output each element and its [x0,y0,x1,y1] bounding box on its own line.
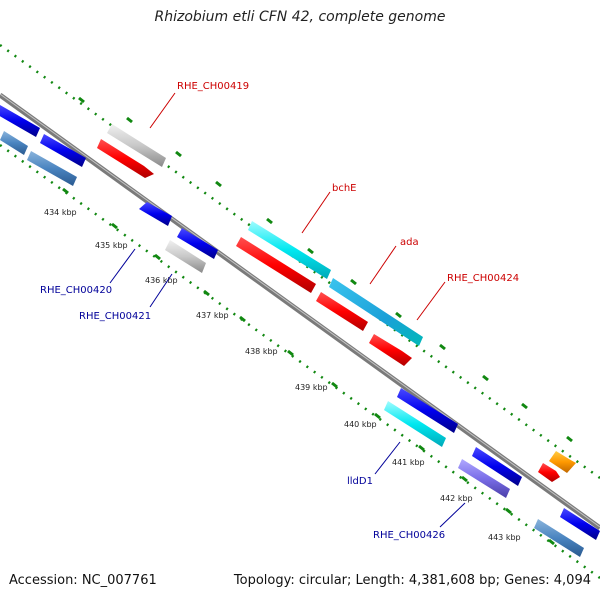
genome-summary-text: Topology: circular; Length: 4,381,608 bp… [233,573,591,588]
gene-blue-RHE_CH00420[interactable] [177,228,218,259]
gene-cyanblue-ada[interactable] [329,278,423,346]
gene-steel-443[interactable] [534,519,584,557]
gene-blue-436[interactable] [139,202,172,226]
tick-label-437: 437 kbp [196,311,229,320]
gene-red-small[interactable] [538,463,560,482]
inner-ruler-line [0,143,600,580]
tick-label-436: 436 kbp [145,276,178,285]
gene-orange[interactable] [549,451,576,473]
accession-text: Accession: NC_007761 [9,573,157,588]
outer-major-ticks [78,96,573,443]
inner-major-ticks [62,187,555,546]
tick-label-442: 442 kbp [440,494,473,503]
reverse-leader-lines [109,248,466,528]
gene-label-RHE_CH00424[interactable]: RHE_CH00424 [447,273,519,284]
gene-label-RHE_CH00419[interactable]: RHE_CH00419 [177,81,249,92]
gene-blue-440[interactable] [397,388,458,433]
gene-blue-443[interactable] [560,508,600,540]
tick-label-440: 440 kbp [344,420,377,429]
gene-label-RHE_CH00426[interactable]: RHE_CH00426 [373,530,445,541]
gene-cyan-bchE[interactable] [248,221,331,279]
tick-label-441: 441 kbp [392,458,425,467]
gene-cyan-lldD1[interactable] [384,401,446,447]
gene-grey-RHE_CH00421[interactable] [165,240,206,273]
genome-backbone [0,92,600,531]
gene-red-RHE_CH00419[interactable] [97,139,154,178]
gene-steel-1[interactable] [0,131,28,155]
gene-label-RHE_CH00420[interactable]: RHE_CH00420 [40,285,112,296]
gene-red-RHE_CH00424[interactable] [369,334,412,366]
gene-grey-RHE_CH00419[interactable] [107,124,166,167]
gene-blue-442[interactable] [472,447,522,486]
tick-labels: 434 kbp 435 kbp 436 kbp 437 kbp 438 kbp … [44,208,521,542]
forward-leader-lines [149,92,446,321]
gene-blue-outer-2[interactable] [40,134,86,167]
gene-blue-outer-1[interactable] [0,105,40,137]
tick-label-438: 438 kbp [245,347,278,356]
gene-label-RHE_CH00421[interactable]: RHE_CH00421 [79,311,151,322]
gene-red-bchE[interactable] [236,237,316,293]
tick-label-434: 434 kbp [44,208,77,217]
gene-label-lldD1[interactable]: lldD1 [347,476,373,487]
tick-label-443: 443 kbp [488,533,521,542]
gene-red-ada[interactable] [316,292,368,331]
tick-label-439: 439 kbp [295,383,328,392]
gene-label-bchE[interactable]: bchE [332,183,357,194]
gene-purple-RHE_CH00426[interactable] [458,459,510,498]
genome-backbone-highlight [0,93,600,528]
map-title: Rhizobium etli CFN 42, complete genome [154,9,446,25]
gene-label-ada[interactable]: ada [400,237,419,248]
tick-label-435: 435 kbp [95,241,128,250]
gene-steel-2[interactable] [27,151,77,186]
